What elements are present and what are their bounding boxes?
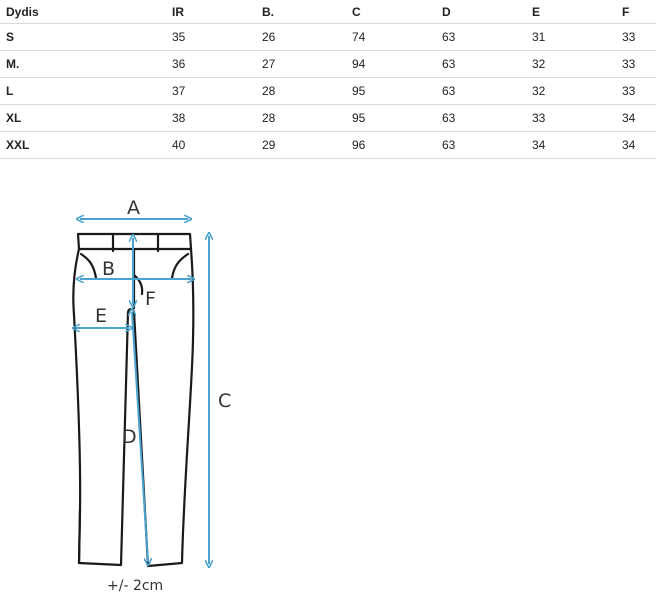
label-b: B xyxy=(102,258,115,280)
tolerance-note: +/- 2cm xyxy=(107,578,163,594)
row-value: 95 xyxy=(352,77,442,105)
row-value: 63 xyxy=(442,50,532,78)
measurement-labels: A B C D E F +/- 2cm xyxy=(95,197,231,594)
header-d: D xyxy=(442,0,532,24)
label-e: E xyxy=(95,305,107,327)
measure-d-line xyxy=(132,312,148,562)
row-value: 63 xyxy=(442,77,532,105)
pants-illustration: A B C D E F +/- 2cm xyxy=(60,197,231,594)
row-size: S xyxy=(0,23,172,51)
pants-measurement-diagram: A B C D E F +/- 2cm xyxy=(60,190,260,600)
row-value: 33 xyxy=(622,77,656,105)
row-value: 74 xyxy=(352,23,442,51)
row-size: M. xyxy=(0,50,172,78)
table-header-row: Dydis IR B. C D E F xyxy=(0,0,656,24)
row-value: 27 xyxy=(262,50,352,78)
row-value: 95 xyxy=(352,104,442,132)
row-value: 32 xyxy=(532,50,622,78)
row-value: 29 xyxy=(262,131,352,159)
table-row: M. 36 27 94 63 32 33 xyxy=(0,50,656,78)
row-value: 34 xyxy=(622,104,656,132)
label-c: C xyxy=(218,390,231,412)
header-f: F xyxy=(622,0,656,24)
row-value: 32 xyxy=(532,77,622,105)
measurement-lines xyxy=(76,219,209,564)
table-row: L 37 28 95 63 32 33 xyxy=(0,77,656,105)
left-hem xyxy=(77,508,82,565)
row-value: 63 xyxy=(442,131,532,159)
row-value: 34 xyxy=(532,131,622,159)
label-d: D xyxy=(122,426,137,448)
table-row: XXL 40 29 96 63 34 34 xyxy=(0,131,656,159)
row-value: 96 xyxy=(352,131,442,159)
row-value: 28 xyxy=(262,104,352,132)
row-value: 34 xyxy=(622,131,656,159)
size-chart-table: Dydis IR B. C D E F S 35 26 74 63 31 33 … xyxy=(0,0,656,159)
row-size: L xyxy=(0,77,172,105)
fly-curve xyxy=(132,273,144,296)
row-value: 33 xyxy=(622,50,656,78)
row-value: 33 xyxy=(532,104,622,132)
header-c: C xyxy=(352,0,442,24)
table-row: S 35 26 74 63 31 33 xyxy=(0,23,656,51)
row-value: 36 xyxy=(172,50,262,78)
row-value: 31 xyxy=(532,23,622,51)
row-value: 63 xyxy=(442,104,532,132)
label-a: A xyxy=(127,197,140,219)
header-e: E xyxy=(532,0,622,24)
row-value: 37 xyxy=(172,77,262,105)
header-ir: IR xyxy=(172,0,262,24)
row-value: 94 xyxy=(352,50,442,78)
row-size: XXL xyxy=(0,131,172,159)
table-row: XL 38 28 95 63 33 34 xyxy=(0,104,656,132)
right-pocket xyxy=(170,252,190,280)
header-b: B. xyxy=(262,0,352,24)
row-value: 38 xyxy=(172,104,262,132)
waistband-shape xyxy=(76,232,193,251)
row-size: XL xyxy=(0,104,172,132)
row-value: 28 xyxy=(262,77,352,105)
row-value: 63 xyxy=(442,23,532,51)
label-f: F xyxy=(145,288,156,310)
row-value: 26 xyxy=(262,23,352,51)
left-pocket xyxy=(79,252,98,280)
row-value: 33 xyxy=(622,23,656,51)
header-size: Dydis xyxy=(0,0,172,24)
row-value: 40 xyxy=(172,131,262,159)
row-value: 35 xyxy=(172,23,262,51)
